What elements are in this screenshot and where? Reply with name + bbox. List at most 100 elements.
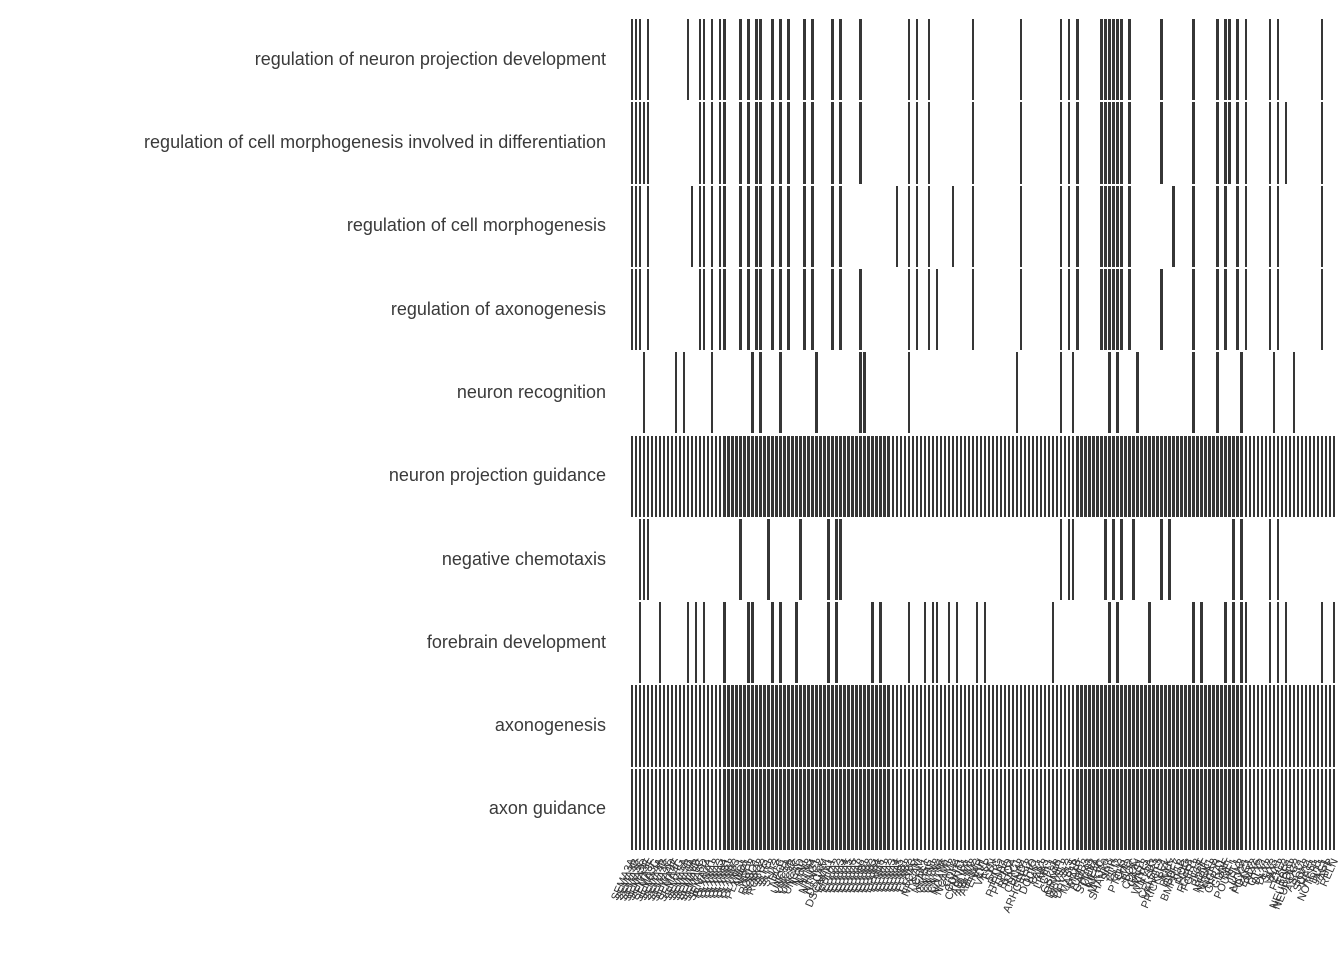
heatmap-bar (1140, 768, 1143, 850)
heatmap-bar (1128, 185, 1131, 267)
heatmap-bar (1112, 102, 1115, 184)
heatmap-bar (1164, 435, 1167, 517)
heatmap-bar (1144, 685, 1147, 767)
heatmap-bar (1140, 685, 1143, 767)
heatmap-bar (1188, 685, 1191, 767)
heatmap-bar (1068, 685, 1071, 767)
heatmap-bar (847, 768, 850, 850)
heatmap-bar (1039, 768, 1043, 850)
heatmap-bar (638, 518, 642, 601)
heatmap-bar (706, 435, 710, 517)
heatmap-bar (1212, 685, 1215, 767)
heatmap-bar (755, 268, 758, 351)
heatmap-bar (698, 102, 702, 184)
heatmap-bar (995, 768, 999, 850)
heatmap-bar (1043, 768, 1047, 850)
heatmap-bar (1228, 685, 1231, 767)
heatmap-bar (698, 685, 702, 767)
heatmap-bar (1124, 435, 1127, 517)
heatmap-bar (1268, 268, 1272, 351)
heatmap-bar (1244, 435, 1247, 517)
heatmap-bar (1236, 268, 1239, 351)
heatmap-bar (1108, 768, 1111, 850)
heatmap-bar (1003, 768, 1007, 850)
heatmap-bar (1108, 185, 1111, 267)
heatmap-bar (1236, 185, 1239, 267)
heatmap-bar (859, 19, 862, 101)
heatmap-bar (1304, 768, 1308, 850)
heatmap-bar (630, 102, 634, 184)
heatmap-bar (1288, 768, 1292, 850)
y-axis-label: regulation of cell morphogenesis involve… (144, 132, 606, 153)
heatmap-bar (1312, 768, 1316, 850)
heatmap-bar (1252, 435, 1255, 517)
heatmap-bar (927, 102, 931, 184)
heatmap-row (630, 185, 1336, 268)
heatmap-bar (1240, 768, 1243, 850)
heatmap-bar (891, 768, 894, 850)
heatmap-bar (1216, 19, 1219, 101)
heatmap-bar (875, 435, 878, 517)
heatmap-bar (1019, 768, 1023, 850)
heatmap-bar (1039, 435, 1043, 517)
heatmap-bar (867, 685, 870, 767)
heatmap-bar (923, 685, 927, 767)
heatmap-bar (975, 685, 979, 767)
heatmap-bar (895, 185, 898, 267)
heatmap-bar (1276, 102, 1280, 184)
heatmap-bar (803, 19, 806, 101)
heatmap-bar (694, 768, 698, 850)
heatmap-bar (771, 768, 774, 850)
heatmap-bar (747, 685, 750, 767)
heatmap-bar (1031, 685, 1035, 767)
heatmap-bar (787, 185, 790, 267)
heatmap-bar (871, 435, 874, 517)
heatmap-bar (634, 435, 638, 517)
heatmap-bar (1128, 19, 1131, 101)
heatmap-bar (811, 435, 814, 517)
heatmap-bar (1228, 102, 1231, 184)
heatmap-bar (1043, 685, 1047, 767)
heatmap-bar (1076, 185, 1079, 267)
heatmap-bar (1240, 685, 1243, 767)
heatmap-bar (779, 685, 782, 767)
heatmap-bar (630, 768, 634, 850)
heatmap-bar (915, 768, 919, 850)
heatmap-bar (827, 768, 830, 850)
heatmap-bar (759, 102, 762, 184)
heatmap-bar (1280, 768, 1284, 850)
heatmap-bar (1320, 768, 1324, 850)
heatmap-bar (907, 602, 911, 684)
heatmap-bar (859, 102, 862, 184)
heatmap-bar (1204, 435, 1207, 517)
heatmap-bar (1072, 768, 1075, 850)
heatmap-bar (1011, 768, 1015, 850)
heatmap-bar (983, 685, 987, 767)
heatmap-bar (895, 685, 898, 767)
heatmap-bar (719, 19, 722, 101)
y-axis-label: axonogenesis (494, 715, 606, 736)
heatmap-bar (1148, 435, 1151, 517)
heatmap-bar (731, 768, 734, 850)
heatmap-bar (686, 602, 690, 684)
heatmap-bar (735, 685, 738, 767)
heatmap-bar (1100, 685, 1103, 767)
heatmap-bar (739, 768, 742, 850)
heatmap-bar (859, 685, 862, 767)
heatmap-bar (955, 602, 959, 684)
heatmap-bar (739, 268, 742, 351)
heatmap-bar (1276, 268, 1280, 351)
heatmap-bar (803, 435, 806, 517)
heatmap-bar (771, 268, 774, 351)
heatmap-bar (1104, 185, 1107, 267)
heatmap-bar (1088, 768, 1091, 850)
heatmap-bar (690, 685, 694, 767)
heatmap-bar (803, 102, 806, 184)
heatmap-bar (1055, 435, 1059, 517)
heatmap-bar (779, 185, 782, 267)
heatmap-bar (895, 768, 898, 850)
heatmap-bar (811, 268, 814, 351)
heatmap-bar (1260, 685, 1264, 767)
heatmap-bar (771, 185, 774, 267)
heatmap-bar (927, 435, 931, 517)
